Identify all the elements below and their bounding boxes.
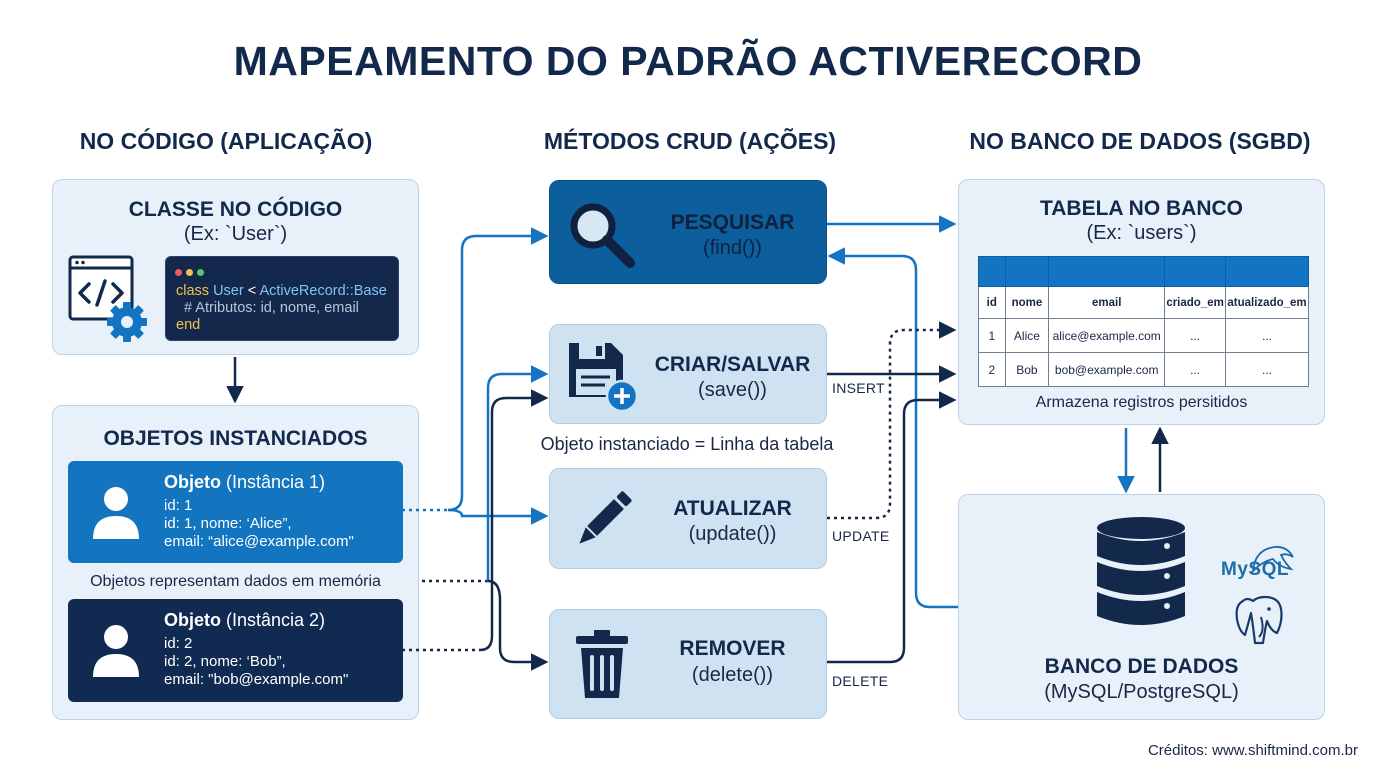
floppy-disk-icon [569, 343, 639, 413]
instance-1-line-3: email: “alice@example.com" [164, 533, 354, 550]
instance-2-line-3: email: "bob@example.com" [164, 671, 349, 688]
arrow-to-find [447, 227, 549, 512]
arrow-update [827, 321, 957, 520]
code-line-3: end [176, 317, 201, 333]
instance-2-title-bold: Objeto [164, 610, 221, 630]
window-dots [175, 263, 208, 281]
col-header-id: id [978, 286, 1006, 319]
table-box-title: TABELA NO BANCO [1040, 197, 1243, 220]
table-box-subtitle: (Ex: `users`) [1086, 222, 1197, 244]
code-line-1: class User < ActiveRecord::Base [176, 283, 387, 300]
objects-box: OBJETOS INSTANCIADOS Objeto (Instância 1… [52, 405, 419, 720]
table-row[interactable]: 1 Alice alice@example.com ... ... [978, 318, 1309, 353]
users-table: id nome email criado_em atualizado_em 1 … [978, 256, 1309, 387]
col-header-criado-em: criado_em [1164, 286, 1227, 319]
crud-middle-note: Objeto instanciado = Linha da tabela [540, 434, 834, 454]
crud-delete-method: (delete()) [691, 664, 774, 686]
code-line-2: # Atributos: id, nome, email [184, 300, 359, 316]
table-cell: 2 [978, 352, 1006, 387]
crud-find-method: (find()) [703, 237, 762, 259]
instance-2-title-rest: (Instância 2) [221, 610, 326, 630]
crud-update-label: ATUALIZAR [673, 497, 792, 520]
database-icon [1097, 517, 1185, 625]
column-header-crud: MÉTODOS CRUD (AÇÕES) [543, 128, 837, 154]
table-header-bar [978, 256, 1309, 287]
instance-2-title: Objeto (Instância 2) [164, 610, 325, 631]
column-header-db: NO BANCO DE DADOS (SGBD) [969, 128, 1311, 154]
mysql-logo-text: MySQL [1221, 559, 1289, 581]
column-header-app: NO CÓDIGO (APLICAÇÃO) [79, 128, 373, 154]
objects-note: Objetos representam dados em memória [90, 573, 381, 590]
arrow-to-delete [487, 579, 549, 671]
crud-update-method: (update()) [688, 523, 777, 545]
code-keyword-class: class [176, 283, 210, 299]
class-box-title: CLASSE NO CÓDIGO [128, 198, 343, 221]
mysql-logo-wordmark: MySQL [1221, 559, 1289, 580]
instance-card-2[interactable]: Objeto (Instância 2) id: 2 id: 2, nome: … [68, 599, 403, 702]
crud-save-label: CRIAR/SALVAR [654, 353, 811, 376]
crud-delete-label: REMOVER [679, 637, 786, 660]
crud-save-method: (save()) [698, 379, 767, 401]
code-operator: < [247, 283, 257, 299]
database-box-subtitle: (MySQL/PostgreSQL) [1044, 681, 1239, 703]
postgresql-elephant-icon [1235, 595, 1283, 645]
crud-find-label: PESQUISAR [670, 211, 795, 234]
table-cell: ... [1164, 318, 1227, 353]
code-file-icon [68, 255, 147, 342]
instance-1-title: Objeto (Instância 1) [164, 472, 325, 493]
magnifier-icon [570, 203, 635, 268]
crud-find-box[interactable]: PESQUISAR (find()) [549, 180, 827, 284]
dolphin-icon [1251, 546, 1294, 574]
page-title: MAPEAMENTO DO PADRÃO ACTIVERECORD [233, 38, 1143, 84]
arrow-db-to-find [827, 247, 958, 609]
class-box: CLASSE NO CÓDIGO (Ex: `User`) [52, 179, 419, 355]
table-cell: bob@example.com [1048, 352, 1166, 387]
col-header-atualizado-em: atualizado_em [1225, 286, 1309, 319]
instance-1-line-1: id: 1 [164, 497, 193, 514]
col-header-nome: nome [1004, 286, 1050, 319]
table-cell: ... [1225, 318, 1309, 353]
code-class-name: User [213, 283, 244, 299]
instance-1-title-bold: Objeto [164, 472, 221, 492]
user-icon [93, 625, 139, 677]
objects-box-title: OBJETOS INSTANCIADOS [103, 427, 368, 450]
table-cell: Alice [1004, 318, 1050, 353]
table-box: TABELA NO BANCO (Ex: `users`) id nome em… [958, 179, 1325, 425]
crud-update-box[interactable]: ATUALIZAR (update()) [549, 468, 827, 569]
pencil-icon [579, 491, 632, 544]
flow-label-delete: DELETE [832, 673, 889, 689]
flow-label-update: UPDATE [832, 528, 890, 544]
table-cell: Bob [1004, 352, 1050, 387]
class-box-subtitle: (Ex: `User`) [183, 223, 288, 245]
code-base-class: ActiveRecord::Base [259, 283, 387, 299]
table-row[interactable]: 2 Bob bob@example.com ... ... [978, 352, 1309, 387]
instance-card-1[interactable]: Objeto (Instância 1) id: 1 id: 1, nome: … [68, 461, 403, 563]
instance-2-line-1: id: 2 [164, 635, 193, 652]
table-header-row: id nome email criado_em atualizado_em [978, 286, 1309, 319]
crud-save-box[interactable]: CRIAR/SALVAR (save()) [549, 324, 827, 424]
code-editor: class User < ActiveRecord::Base # Atribu… [165, 256, 399, 341]
database-box: MySQL BANCO DE DADOS (MySQL/PostgreSQL) [958, 494, 1325, 720]
instance-1-title-rest: (Instância 1) [221, 472, 326, 492]
instance-2-line-2: id: 2, nome: ‘Bob”, [164, 653, 286, 670]
instance-1-line-2: id: 1, nome: ‘Alice”, [164, 515, 292, 532]
credits: Créditos: www.shiftmind.com.br [1147, 742, 1358, 759]
col-header-email: email [1048, 286, 1166, 319]
arrow-to-update [447, 507, 549, 525]
crud-delete-box[interactable]: REMOVER (delete()) [549, 609, 827, 719]
flow-label-insert: INSERT [832, 380, 885, 396]
mysql-logo: MySQL [1219, 546, 1309, 597]
database-box-title: BANCO DE DADOS [1044, 655, 1239, 678]
trash-icon [576, 630, 628, 698]
user-icon [93, 487, 139, 539]
table-note: Armazena registros persitidos [1035, 394, 1248, 411]
arrow-to-save-blue [486, 365, 549, 581]
table-cell: ... [1225, 352, 1309, 387]
table-cell: alice@example.com [1048, 318, 1166, 353]
table-cell: ... [1164, 352, 1227, 387]
table-cell: 1 [978, 318, 1006, 353]
